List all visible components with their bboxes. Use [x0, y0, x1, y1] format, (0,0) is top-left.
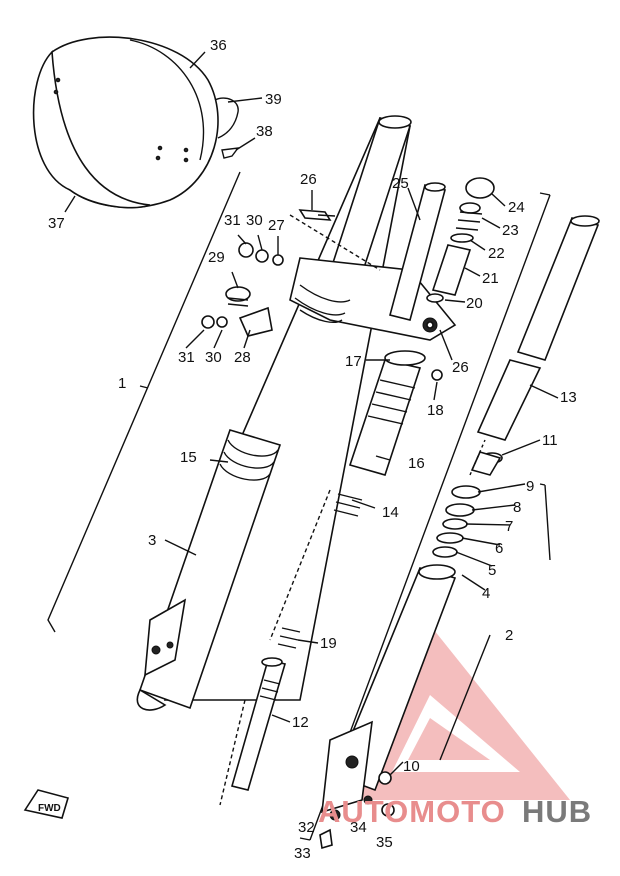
callout-29: 29 — [208, 249, 225, 266]
fwd-direction-badge: FWD — [23, 789, 70, 819]
callout-33: 33 — [294, 845, 311, 862]
callout-30-top: 30 — [246, 212, 263, 229]
bracket-1 — [47, 171, 241, 633]
callout-26-top: 26 — [300, 171, 317, 188]
callout-31-top: 31 — [224, 212, 241, 229]
callout-7: 7 — [505, 518, 513, 535]
fwd-label: FWD — [38, 803, 61, 814]
callout-27: 27 — [268, 217, 285, 234]
callout-32: 32 — [298, 819, 315, 836]
callout-28: 28 — [234, 349, 251, 366]
callout-4: 4 — [482, 585, 490, 602]
watermark-text: AUTOMOTO HUB — [318, 794, 592, 829]
tube-13 — [476, 359, 542, 441]
callout-26-right: 26 — [452, 359, 469, 376]
spring-23 — [459, 202, 481, 214]
callout-14: 14 — [382, 504, 399, 521]
callout-39: 39 — [265, 91, 282, 108]
callout-1: 1 — [118, 375, 126, 392]
washer-20 — [426, 293, 444, 303]
callout-35: 35 — [376, 834, 393, 851]
callout-17: 17 — [345, 353, 362, 370]
callout-labels: 1 2 3 4 5 6 7 8 9 10 11 12 13 14 15 16 1… — [48, 37, 577, 862]
cap-24 — [465, 177, 495, 199]
right-fork-assembly — [321, 215, 600, 814]
callout-18: 18 — [427, 402, 444, 419]
callout-23: 23 — [502, 222, 519, 239]
callout-5: 5 — [488, 562, 496, 579]
callout-6: 6 — [495, 540, 503, 557]
callout-24: 24 — [508, 199, 525, 216]
callout-31-bottom: 31 — [178, 349, 195, 366]
callout-38: 38 — [256, 123, 273, 140]
callout-34: 34 — [350, 819, 367, 836]
callout-15: 15 — [180, 449, 197, 466]
callout-21: 21 — [482, 270, 499, 287]
spacer-21 — [431, 244, 472, 296]
callout-13: 13 — [560, 389, 577, 406]
callout-3: 3 — [148, 532, 156, 549]
callout-30-bottom: 30 — [205, 349, 222, 366]
watermark-text-secondary: HUB — [522, 794, 592, 829]
callout-11: 11 — [542, 432, 558, 449]
callout-19: 19 — [320, 635, 337, 652]
callout-22: 22 — [488, 245, 505, 262]
callout-8: 8 — [513, 499, 521, 516]
callout-36: 36 — [210, 37, 227, 54]
callout-37: 37 — [48, 215, 65, 232]
callout-9: 9 — [526, 478, 534, 495]
callout-2: 2 — [505, 627, 513, 644]
watermark-text-primary: AUTOMOTO — [318, 794, 506, 829]
callout-16: 16 — [408, 455, 425, 472]
callout-12: 12 — [292, 714, 309, 731]
headlight-assembly — [32, 36, 240, 209]
callout-20: 20 — [466, 295, 483, 312]
callout-10: 10 — [403, 758, 420, 775]
callout-25: 25 — [392, 175, 409, 192]
